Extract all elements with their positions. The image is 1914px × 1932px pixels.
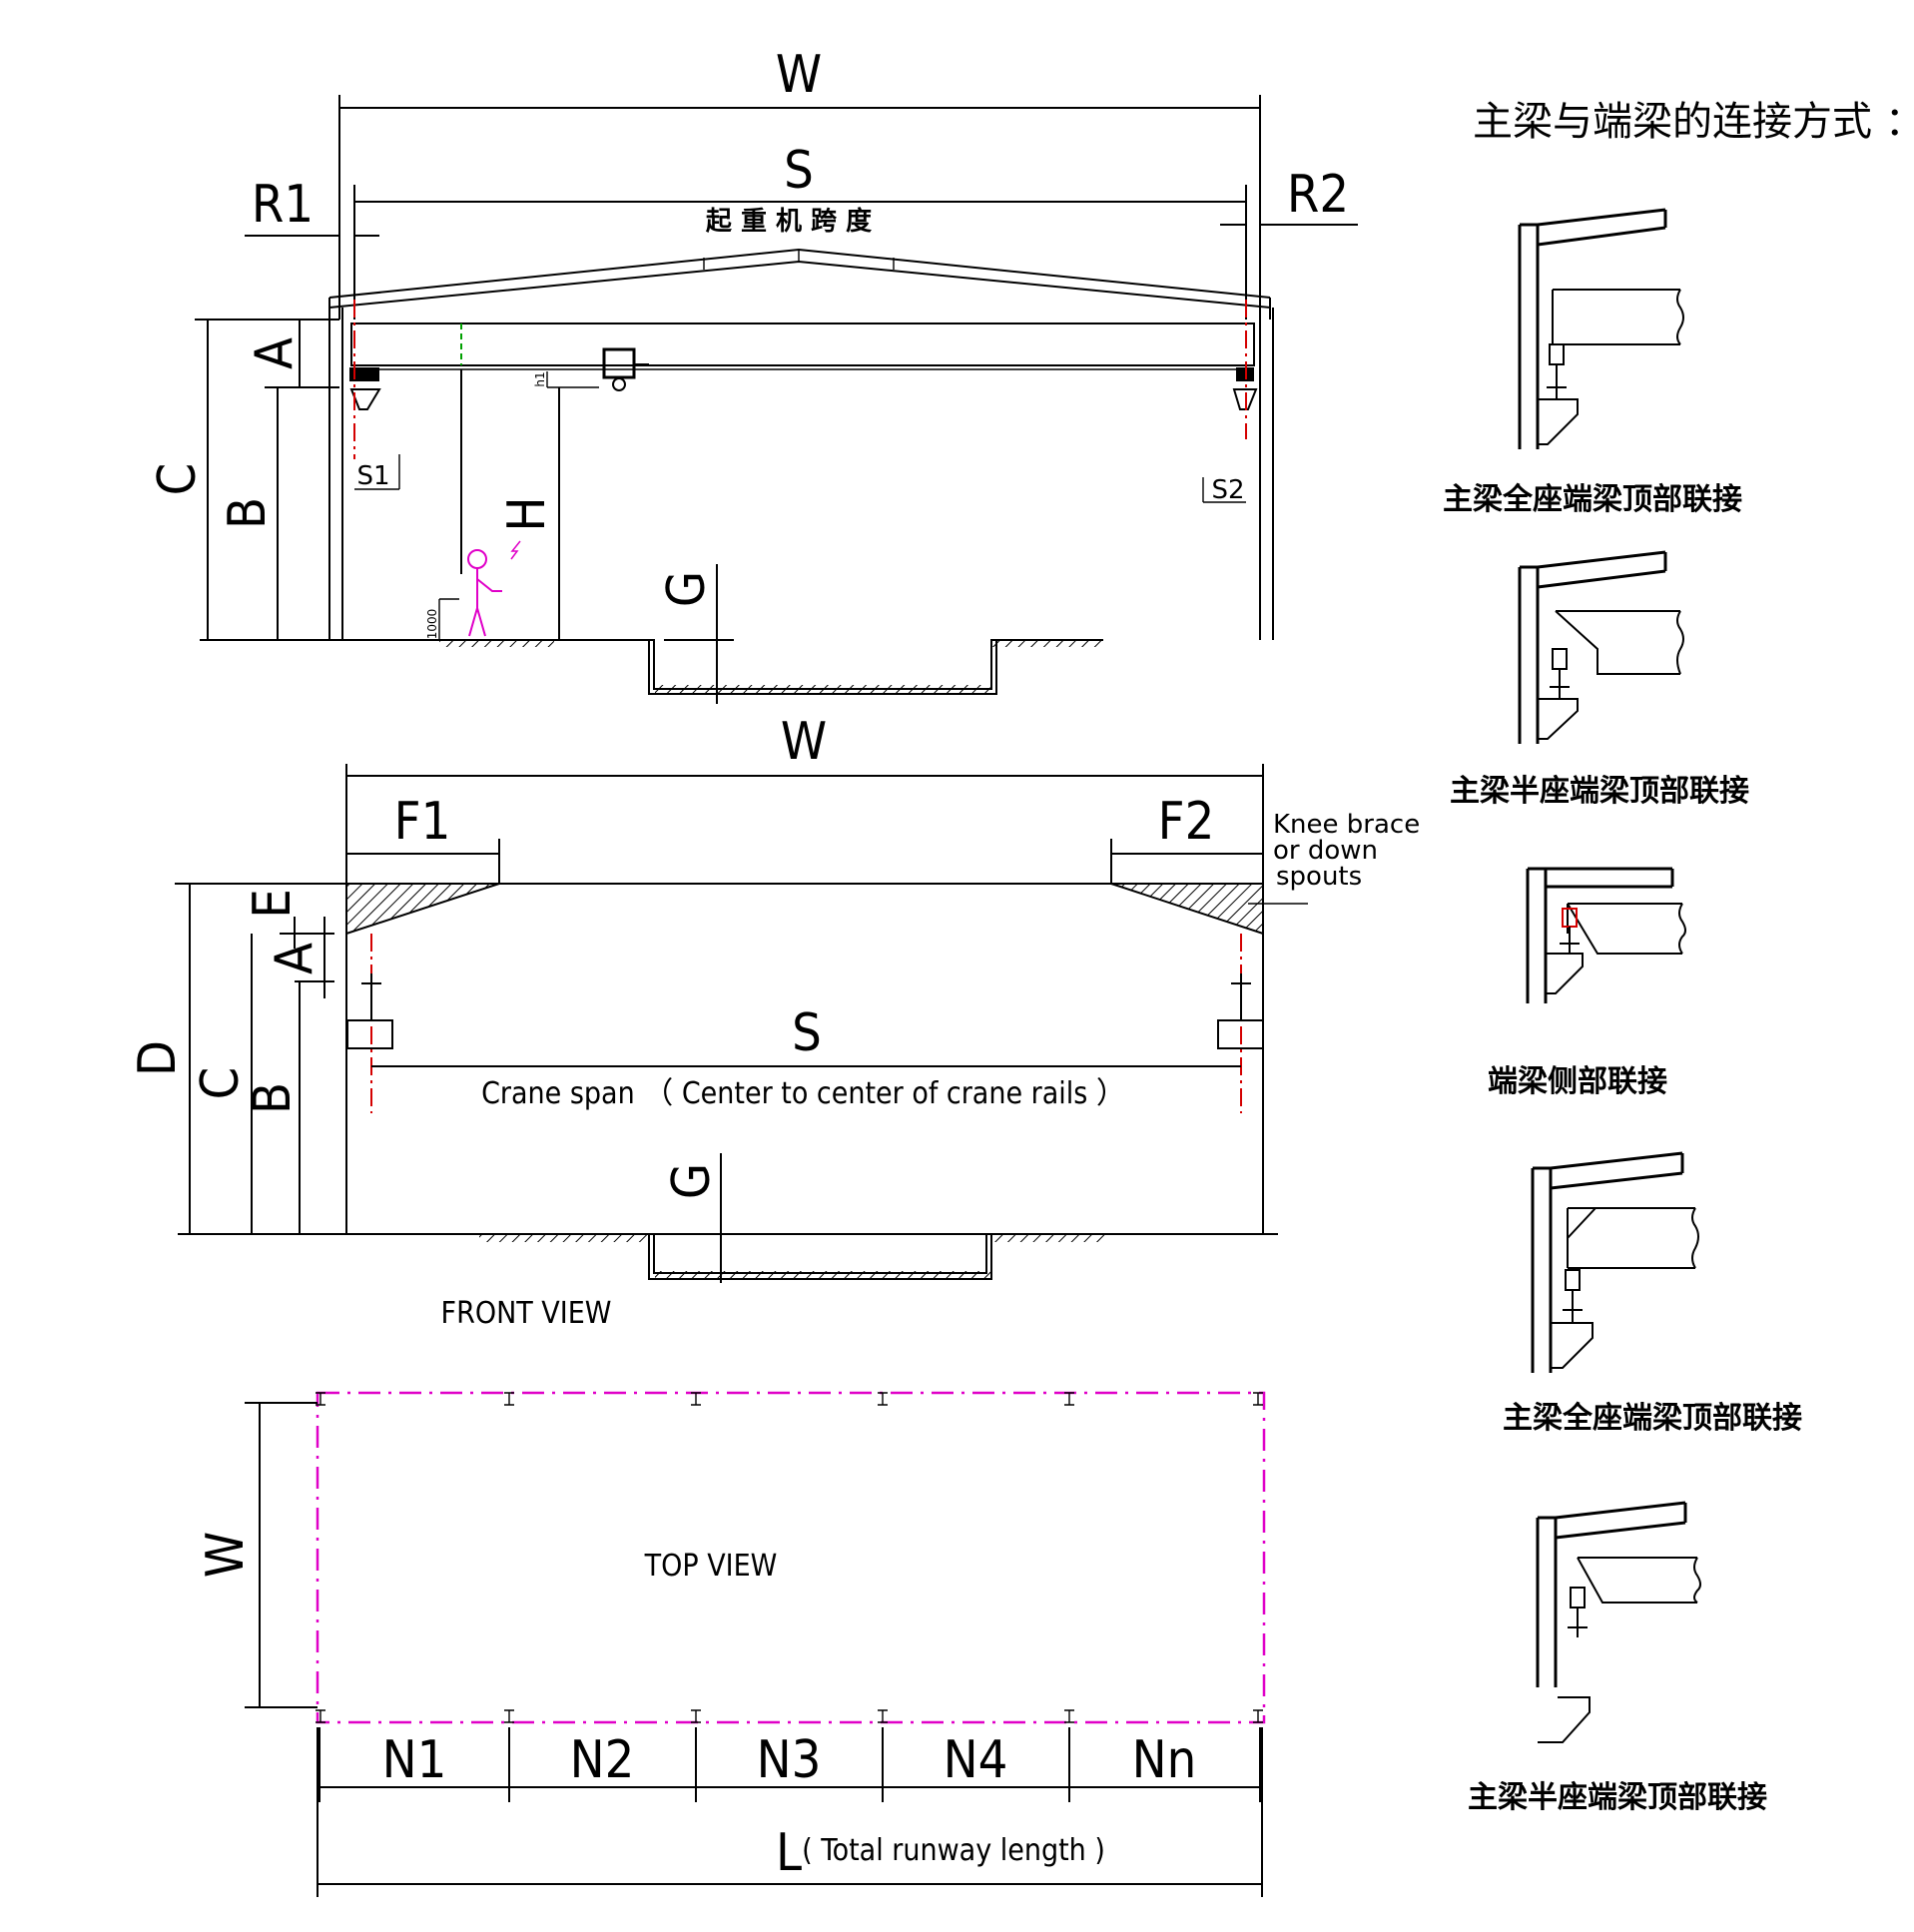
connection-detail-4: 主梁全座端梁顶部联接 (1503, 1151, 1802, 1436)
dimension-s: S 起 重 机 跨 度 (353, 141, 1247, 320)
label-w-top: W (196, 1532, 256, 1578)
bay-dimensions: N1 N2 N3 N4 Nn (319, 1727, 1261, 1802)
dimension-l: L ( Total runway length ) (317, 1727, 1263, 1897)
label-r2: R2 (1287, 165, 1349, 225)
label-bay-nn: Nn (1132, 1730, 1197, 1790)
column-markers (316, 1392, 1263, 1723)
dimension-s-front: S Crane span （ Center to center of crane… (371, 1003, 1241, 1111)
label-e: E (243, 889, 303, 919)
dimension-w: W (338, 45, 1261, 320)
label-total-runway: ( Total runway length ) (802, 1833, 1105, 1868)
label-g: G (657, 571, 717, 607)
dimension-ea-bcd: E A B C D (128, 883, 346, 1234)
dimension-w-top: W (196, 1402, 318, 1708)
connection-label-5: 主梁半座端梁顶部联接 (1468, 1780, 1767, 1815)
roof-truss (328, 248, 1271, 320)
crane-rails (346, 934, 1264, 1113)
dimension-f1: F1 (346, 792, 500, 884)
building-columns (328, 308, 1274, 640)
label-s2: S2 (1211, 475, 1244, 505)
knee-brace-note: Knee brace or down spouts (1273, 810, 1420, 892)
label-bay-n3: N3 (757, 1730, 822, 1790)
connection-label-3: 端梁侧部联接 (1488, 1064, 1667, 1099)
label-w: W (776, 45, 822, 105)
label-b: B (218, 497, 278, 529)
connection-label-4: 主梁全座端梁顶部联接 (1503, 1401, 1802, 1436)
knee-note-line3: spouts (1276, 862, 1362, 892)
label-f2: F2 (1158, 792, 1215, 852)
top-view-caption: TOP VIEW (644, 1549, 778, 1584)
top-view: W TOP VIEW N1 N2 N3 N4 Nn L ( Total runw… (196, 1391, 1266, 1897)
connection-detail-5: 主梁半座端梁顶部联接 (1468, 1501, 1767, 1815)
connection-types: 主梁与端梁的连接方式 ： 主梁全座端梁顶部联接 主梁半座端梁顶部联接 (1443, 99, 1914, 1815)
label-l: L (776, 1823, 802, 1883)
label-s-front: S (792, 1003, 822, 1063)
dimension-h: h1 H (497, 371, 599, 640)
label-a-front: A (265, 943, 324, 974)
connection-label-2: 主梁半座端梁顶部联接 (1450, 774, 1749, 809)
crane-girder (349, 322, 1258, 410)
floor-pit: G (200, 564, 1103, 704)
label-w-front: W (781, 712, 827, 772)
knee-note-line2: or down (1273, 836, 1378, 866)
label-c: C (148, 463, 208, 496)
connection-detail-3: 端梁侧部联接 (1488, 867, 1686, 1099)
label-1000: 1000 (425, 609, 439, 640)
dimension-r1: R1 (245, 175, 379, 237)
dimension-w-front: W (345, 712, 1264, 1234)
dimension-f2: F2 (1110, 792, 1263, 884)
operator-figure: 1000 (425, 369, 521, 640)
building-outline (316, 1391, 1266, 1724)
knee-note-line1: Knee brace (1273, 810, 1420, 840)
connection-detail-2: 主梁半座端梁顶部联接 (1450, 550, 1749, 809)
label-crane-span: Crane span （ Center to center of crane r… (481, 1076, 1126, 1111)
connection-detail-1: 主梁全座端梁顶部联接 (1443, 208, 1742, 517)
front-view-caption: FRONT VIEW (441, 1296, 612, 1331)
dimension-abc: A B C (148, 319, 339, 640)
dimension-s1-s2: S1 S2 (354, 454, 1246, 505)
floor-pit-front: G (178, 1153, 1278, 1283)
label-bay-n4: N4 (944, 1730, 1008, 1790)
label-c-front: C (191, 1067, 251, 1100)
label-h: H (497, 496, 557, 531)
label-s1: S1 (356, 461, 389, 491)
label-h1: h1 (533, 371, 547, 386)
label-s: S (784, 141, 814, 201)
section-view: W S 起 重 机 跨 度 R1 R2 (148, 45, 1358, 704)
dimension-r2: R2 (1220, 165, 1358, 226)
label-bay-n2: N2 (570, 1730, 635, 1790)
label-bay-n1: N1 (382, 1730, 447, 1790)
label-a: A (245, 337, 305, 369)
label-d: D (128, 1040, 188, 1076)
label-g-front: G (662, 1163, 722, 1199)
label-b-front: B (243, 1082, 303, 1114)
knee-braces (345, 883, 1308, 936)
connections-title: 主梁与端梁的连接方式 ： (1473, 99, 1914, 145)
front-view: W F1 F2 Knee brace or down spouts (128, 712, 1420, 1331)
label-r1: R1 (252, 175, 314, 235)
connection-label-1: 主梁全座端梁顶部联接 (1443, 482, 1742, 517)
label-span-cn: 起 重 机 跨 度 (706, 206, 872, 237)
label-f1: F1 (394, 792, 451, 852)
